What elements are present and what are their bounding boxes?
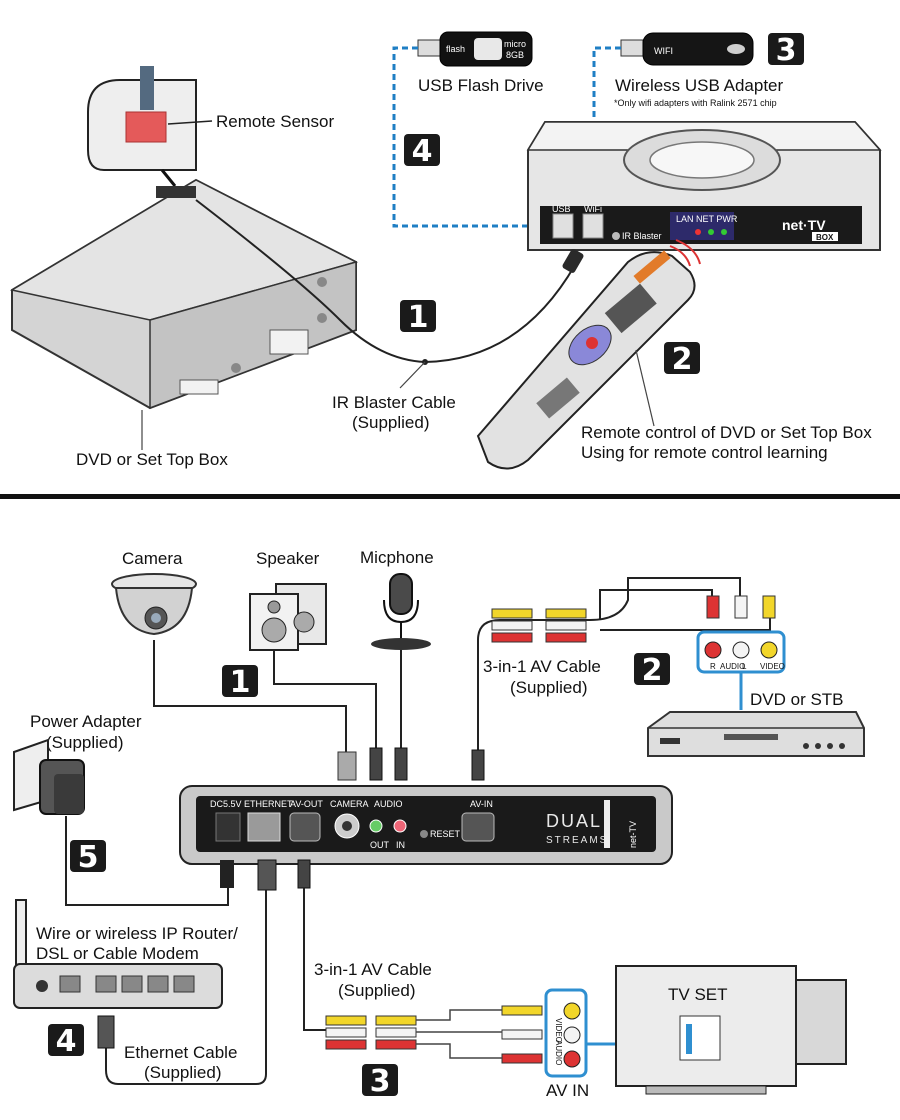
netbox-sub: BOX bbox=[816, 233, 834, 242]
remote-label-line1: Remote control of DVD or Set Top Box bbox=[581, 423, 872, 442]
dvd-set-top-box bbox=[9, 178, 359, 410]
svg-text:R: R bbox=[710, 662, 716, 671]
wifi-port-label: WiFi bbox=[584, 204, 602, 214]
speaker-cable bbox=[273, 650, 377, 760]
remote-sensor-label: Remote Sensor bbox=[216, 112, 334, 131]
dvd-jack-panel: R AUDIO L VIDEO bbox=[696, 630, 786, 674]
tv-set bbox=[615, 965, 847, 1095]
power-adapter-label-line1: Power Adapter bbox=[30, 712, 142, 731]
camera-cable bbox=[153, 640, 347, 770]
ethernet-cable-label-line2: (Supplied) bbox=[144, 1063, 222, 1082]
netbox-brand: net·TV bbox=[782, 217, 826, 233]
speaker-label: Speaker bbox=[256, 549, 320, 568]
ir-blaster-port-label: IR Blaster bbox=[622, 231, 662, 241]
dvd-rca-plugs bbox=[706, 595, 776, 619]
svg-text:VIDEO: VIDEO bbox=[554, 1018, 563, 1043]
panel-camera-label: CAMERA bbox=[330, 799, 369, 809]
dvd-stb-label: DVD or STB bbox=[750, 690, 844, 709]
bottom-badge-5: 5 bbox=[70, 840, 106, 875]
wireless-usb-adapter-label: Wireless USB Adapter bbox=[615, 76, 784, 95]
power-adapter bbox=[13, 738, 85, 815]
ip-router bbox=[13, 899, 223, 1009]
panel-reset-label: RESET bbox=[430, 829, 461, 839]
av-in-cable bbox=[477, 577, 741, 760]
svg-text:2: 2 bbox=[672, 342, 693, 377]
panel-avin-label: AV-IN bbox=[470, 799, 493, 809]
svg-text:3: 3 bbox=[370, 1064, 391, 1099]
ir-cable-label-line1: IR Blaster Cable bbox=[332, 393, 456, 412]
flash-drive-size-2: 8GB bbox=[506, 50, 524, 60]
usb-port-label: USB bbox=[552, 204, 571, 214]
brand-dual: DUAL bbox=[546, 811, 602, 831]
svg-text:4: 4 bbox=[412, 134, 433, 169]
bottom-badge-4: 4 bbox=[48, 1024, 84, 1059]
wireless-usb-adapter: WIFI bbox=[620, 32, 754, 66]
svg-text:AUDIO: AUDIO bbox=[720, 662, 745, 671]
microphone-device bbox=[371, 573, 431, 650]
led-labels: LAN NET PWR bbox=[676, 214, 738, 224]
svg-text:VIDEO: VIDEO bbox=[760, 662, 785, 671]
router-label-line2: DSL or Cable Modem bbox=[36, 944, 199, 963]
dvd-set-top-box-label: DVD or Set Top Box bbox=[76, 450, 228, 469]
av-plugs-bottom bbox=[325, 1005, 543, 1064]
brand-nettv: net-TV bbox=[628, 821, 638, 848]
ir-cable-label-line2: (Supplied) bbox=[352, 413, 430, 432]
panel-out-label: OUT bbox=[370, 840, 390, 850]
svg-text:AUDIO: AUDIO bbox=[554, 1040, 563, 1065]
svg-text:4: 4 bbox=[56, 1024, 77, 1059]
bottom-badge-1: 1 bbox=[222, 665, 258, 700]
ethernet-cable-label-line1: Ethernet Cable bbox=[124, 1043, 237, 1062]
panel-in-label: IN bbox=[396, 840, 405, 850]
top-badge-2: 2 bbox=[664, 342, 700, 377]
micphone-label: Micphone bbox=[360, 548, 434, 567]
camera-label: Camera bbox=[122, 549, 183, 568]
bottom-badge-2: 2 bbox=[634, 653, 670, 688]
panel-avout-label: AV-OUT bbox=[290, 799, 323, 809]
flash-drive-size-1: micro bbox=[504, 39, 526, 49]
av-cable-label-line2: (Supplied) bbox=[510, 678, 588, 697]
usb-flash-drive: flash micro 8GB bbox=[417, 31, 533, 67]
svg-text:5: 5 bbox=[78, 840, 99, 875]
av-out-cable bbox=[303, 888, 330, 1031]
av-out-cable-label-line1: 3-in-1 AV Cable bbox=[314, 960, 432, 979]
top-badge-4: 4 bbox=[404, 134, 440, 169]
remote-control bbox=[476, 239, 701, 470]
svg-text:3: 3 bbox=[776, 33, 797, 68]
tv-set-label: TV SET bbox=[668, 985, 728, 1004]
tv-av-in-panel: VIDEO AUDIO bbox=[544, 988, 588, 1078]
camera-device bbox=[111, 573, 197, 636]
usb-flash-drive-label: USB Flash Drive bbox=[418, 76, 544, 95]
speaker-device bbox=[249, 583, 327, 651]
ethernet-cable bbox=[105, 890, 267, 1085]
panel-ethernet-label: ETHERNET bbox=[244, 799, 293, 809]
bottom-badge-3: 3 bbox=[362, 1064, 398, 1099]
net-tv-box: USB WiFi IR Blaster LAN NET PWR net·TV B… bbox=[526, 121, 882, 251]
top-badge-1: 1 bbox=[400, 300, 436, 335]
svg-text:L: L bbox=[742, 662, 747, 671]
brand-streams: STREAMS bbox=[546, 835, 608, 846]
top-badge-3: 3 bbox=[768, 33, 804, 68]
svg-text:2: 2 bbox=[642, 653, 663, 688]
wifi-note: *Only wifi adapters with Ralink 2571 chi… bbox=[614, 98, 777, 108]
wifi-adapter-brand: WIFI bbox=[654, 46, 673, 56]
dual-streams-box: DC5.5V ETHERNET AV-OUT CAMERA AUDIO OUT … bbox=[179, 785, 673, 865]
ir-blaster-cable bbox=[195, 199, 576, 364]
flash-drive-brand: flash bbox=[446, 44, 465, 54]
av-plugs-top bbox=[491, 608, 587, 643]
svg-text:1: 1 bbox=[408, 300, 429, 335]
section-divider bbox=[0, 494, 900, 499]
panel-dc-label: DC5.5V bbox=[210, 799, 242, 809]
router-label-line1: Wire or wireless IP Router/ bbox=[36, 924, 238, 943]
power-adapter-label-line2: (Supplied) bbox=[46, 733, 124, 752]
panel-audio-label: AUDIO bbox=[374, 799, 403, 809]
svg-text:1: 1 bbox=[230, 665, 251, 700]
remote-label-line2: Using for remote control learning bbox=[581, 443, 828, 462]
av-in-cable-2 bbox=[599, 589, 713, 620]
dvd-player bbox=[647, 711, 865, 757]
av-in-label: AV IN bbox=[546, 1081, 589, 1100]
av-out-cable-label-line2: (Supplied) bbox=[338, 981, 416, 1000]
remote-sensor-magnifier bbox=[87, 66, 197, 187]
av-cable-label-line1: 3-in-1 AV Cable bbox=[483, 657, 601, 676]
